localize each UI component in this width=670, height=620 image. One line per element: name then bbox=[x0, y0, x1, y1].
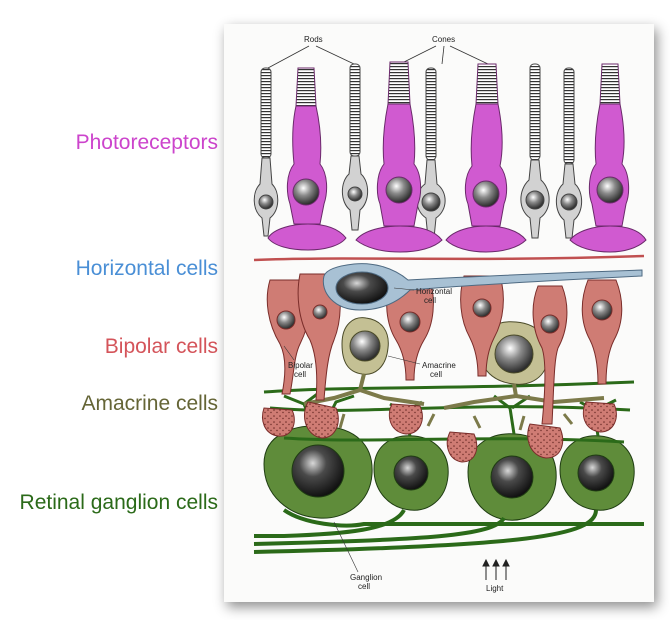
bipolar-cell-caption-2: cell bbox=[294, 370, 306, 379]
bipolar-cells bbox=[262, 273, 623, 463]
label-bipolar-cells: Bipolar cells bbox=[104, 335, 218, 358]
ganglion-cell-caption-2: cell bbox=[358, 582, 370, 591]
bipolar-cell-caption-1: Bipolar bbox=[288, 361, 313, 370]
rods-caption: Rods bbox=[304, 35, 323, 44]
retina-diagram-panel: Rods Cones bbox=[224, 24, 654, 602]
horizontal-cell-caption-2: cell bbox=[424, 296, 436, 305]
label-photoreceptors: Photoreceptors bbox=[75, 131, 218, 154]
outer-plexiform-layer bbox=[253, 254, 645, 262]
label-retinal-ganglion-cells: Retinal ganglion cells bbox=[19, 491, 218, 514]
light-caption: Light bbox=[486, 584, 504, 593]
label-amacrine-cells: Amacrine cells bbox=[81, 392, 218, 415]
amacrine-cells bbox=[274, 317, 606, 431]
amacrine-cell-caption-1: Amacrine bbox=[422, 361, 456, 370]
cone-cells bbox=[267, 61, 647, 253]
label-horizontal-cells: Horizontal cells bbox=[75, 257, 218, 280]
light-arrows-icon bbox=[482, 558, 510, 580]
figure-captions: Horizontal cell Bipolar cell Amacrine ce… bbox=[283, 287, 510, 593]
ganglion-cell-caption-1: Ganglion bbox=[350, 573, 382, 582]
bipolar-caption-leader bbox=[283, 345, 295, 361]
cones-caption: Cones bbox=[432, 35, 455, 44]
horizontal-cell-caption-1: Horizontal bbox=[416, 287, 452, 296]
horizontal-caption-leader bbox=[393, 287, 415, 291]
ganglion-caption-leader bbox=[333, 521, 359, 573]
amacrine-caption-leader bbox=[387, 355, 421, 365]
retina-diagram: Rods Cones bbox=[253, 35, 647, 593]
photoreceptor-layer bbox=[253, 61, 647, 253]
amacrine-cell-caption-2: cell bbox=[430, 370, 442, 379]
horizontal-cell bbox=[322, 263, 643, 311]
caption-leader-lines bbox=[267, 45, 489, 69]
